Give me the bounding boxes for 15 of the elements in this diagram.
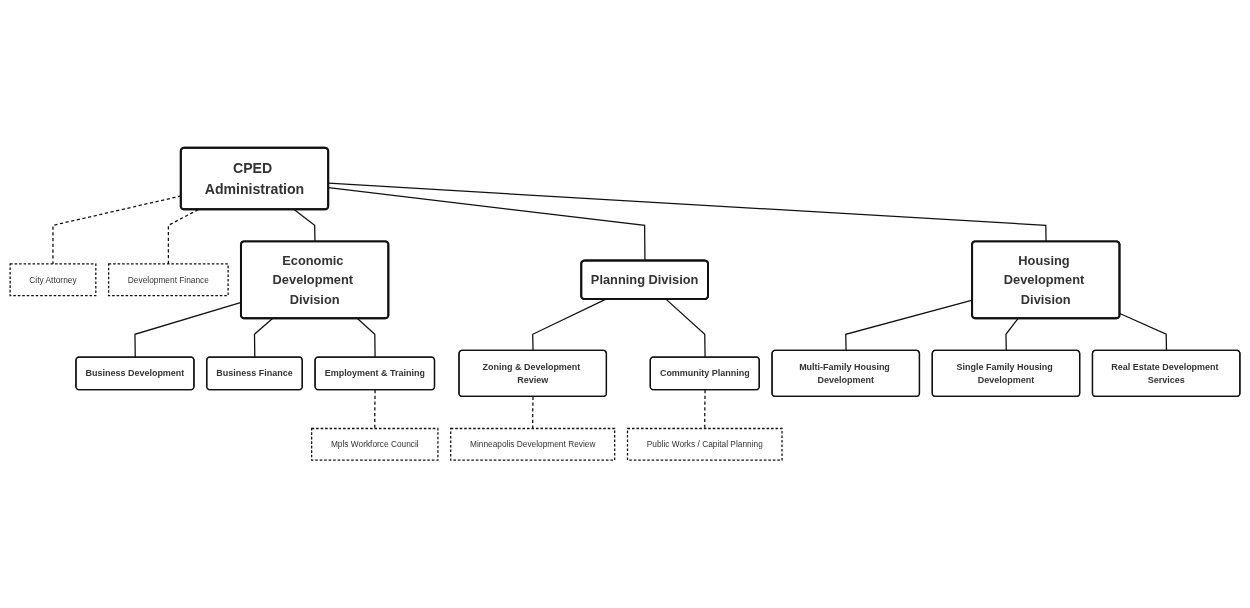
connector — [1005, 317, 1019, 352]
connector — [532, 396, 534, 430]
connector — [253, 317, 274, 358]
node-box: Public Works / Capital Planning — [626, 427, 783, 461]
connector — [1119, 312, 1168, 352]
connector — [532, 298, 607, 352]
node-box: City Attorney — [9, 263, 97, 297]
node-box: Mpls Workforce Council — [311, 427, 439, 461]
connector — [356, 317, 376, 358]
connector — [665, 298, 706, 358]
node-box: Minneapolis Development Review — [450, 427, 616, 461]
connector — [374, 389, 376, 430]
node-box: Development Finance — [108, 263, 229, 297]
connector — [293, 209, 316, 243]
connector — [704, 389, 706, 430]
